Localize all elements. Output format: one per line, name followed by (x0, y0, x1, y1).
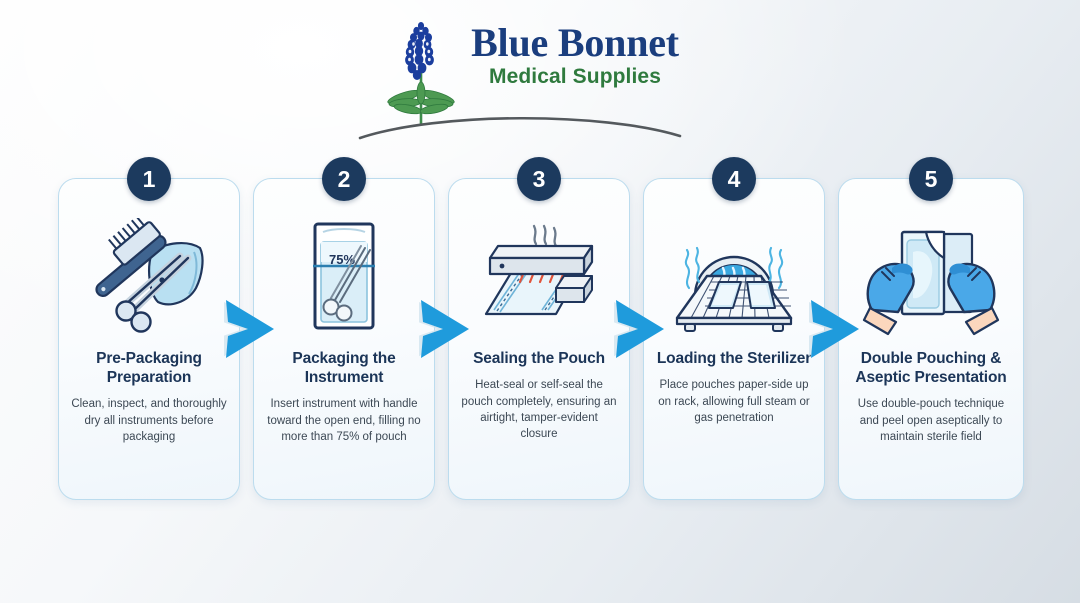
step-card-2[interactable]: 2 75% (253, 157, 435, 500)
brand-logo: Blue Bonnet Medical Supplies (0, 18, 1080, 140)
arrow-step-2-to-3 (419, 300, 469, 358)
step-description-2: Insert instrument with handle toward the… (267, 398, 421, 444)
arrow-step-1-to-2 (224, 300, 274, 358)
brush-cloth-forceps-icon (74, 217, 224, 337)
pouch-fill-label: 75% (329, 252, 355, 267)
step-title-4: Loading the Sterilizer (656, 350, 812, 367)
step-title-2: Packaging the Instrument (292, 350, 396, 387)
bluebonnet-flower-icon (387, 22, 455, 124)
step-description-5: Use double-pouch technique and peel open… (857, 398, 1005, 444)
step-number-badge-1: 1 (127, 157, 171, 201)
logo-subtitle: Medical Supplies (489, 65, 661, 88)
step-card-4[interactable]: 4 (643, 157, 825, 500)
step-card-5[interactable]: 5 (838, 157, 1024, 500)
step-title-3: Sealing the Pouch (473, 350, 605, 367)
step-description-1: Clean, inspect, and thoroughly dry all i… (71, 398, 227, 444)
autoclave-rack-icon (659, 217, 809, 337)
step-number-badge-2: 2 (322, 157, 366, 201)
arrow-step-4-to-5 (809, 300, 859, 358)
gloved-hands-peel-pouch-icon (856, 217, 1006, 337)
step-description-3: Heat-seal or self-seal the pouch complet… (461, 379, 617, 441)
step-description-4: Place pouches paper-side up on rack, all… (658, 379, 810, 424)
step-number-badge-3: 3 (517, 157, 561, 201)
process-steps: 1 (58, 157, 1024, 500)
step-card-3[interactable]: 3 (448, 157, 630, 500)
step-number-badge-4: 4 (712, 157, 756, 201)
arrow-step-3-to-4 (614, 300, 664, 358)
logo-title: Blue Bonnet (471, 20, 679, 65)
step-title-1: Pre-Packaging Preparation (96, 350, 202, 387)
logo-swoosh-icon (358, 116, 682, 140)
heat-sealer-icon (464, 217, 614, 337)
step-number-badge-5: 5 (909, 157, 953, 201)
step-card-1[interactable]: 1 (58, 157, 240, 500)
step-title-5: Double Pouching & Aseptic Presentation (855, 350, 1007, 387)
pouch-with-instrument-icon: 75% (269, 217, 419, 337)
